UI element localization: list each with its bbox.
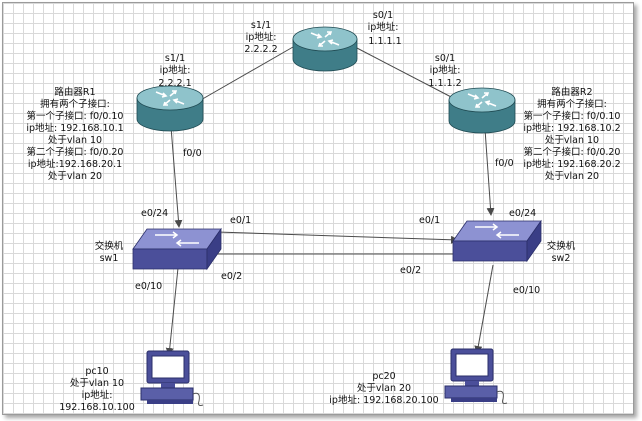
r2-info-line: 拥有两个子接口: <box>537 99 607 110</box>
sw1-name-line: sw1 <box>99 253 119 264</box>
link-r2-sw2 <box>484 128 495 216</box>
r2-serial-ip: 1.1.1.2 <box>428 78 462 89</box>
top-right-iface: s0/1 <box>372 10 394 21</box>
r2-info-line: 第一个子接口: f0/0.10 <box>523 111 621 122</box>
pc10-icon[interactable] <box>139 349 209 409</box>
router-top-icon[interactable] <box>291 25 359 73</box>
sw1-pc-port: e0/10 <box>135 281 163 292</box>
pc20-info-line: pc20 <box>372 371 396 382</box>
link-top-r2 <box>354 46 456 100</box>
sw1-trunk-port-b: e0/2 <box>221 271 243 282</box>
sw2-name-line: sw2 <box>551 253 571 264</box>
pc20-info-line: ip地址: 192.168.20.100 <box>329 395 439 406</box>
top-right-ip-label: ip地址: <box>367 22 399 33</box>
switch-sw2-icon[interactable] <box>451 217 543 265</box>
switch-sw1-icon[interactable] <box>131 225 223 273</box>
r2-info-line: 路由器R2 <box>551 87 593 98</box>
router-r2-icon[interactable] <box>447 85 517 135</box>
sw2-uplink-port: e0/24 <box>509 208 537 219</box>
r1-info-line: ip地址: 192.168.10.1 <box>26 123 124 134</box>
pc10-info-line: 处于vlan 10 <box>69 378 125 389</box>
r1-serial-ip: 2.2.2.1 <box>158 78 192 89</box>
pc10-info: pc10 处于vlan 10 ip地址: 192.168.10.100 <box>49 366 145 414</box>
top-left-ip-label: ip地址: <box>245 32 277 43</box>
r1-serial-ip-label: ip地址: <box>159 65 191 76</box>
r1-downlink-iface: f0/0 <box>183 148 202 159</box>
r2-info-line: ip地址: 192.168.20.2 <box>523 159 621 170</box>
sw1-name: 交换机 sw1 <box>85 241 133 265</box>
r2-info-line: 处于vlan 10 <box>544 135 600 146</box>
r2-info-line: 处于vlan 20 <box>544 171 600 182</box>
pc10-info-line: pc10 <box>85 366 109 377</box>
links-layer <box>165 46 495 356</box>
r1-info-line: 处于vlan 10 <box>47 135 103 146</box>
link-r1-sw1 <box>170 126 183 228</box>
pc20-icon[interactable] <box>443 347 513 407</box>
link-sw1-pc10 <box>165 267 179 356</box>
topology-canvas: s1/1 ip地址: 2.2.2.2 s0/1 ip地址: 1.1.1.1 s1… <box>2 2 634 415</box>
sw2-pc-port: e0/10 <box>513 285 541 296</box>
r2-info-line: 第二个子接口: f0/0.20 <box>523 147 621 158</box>
r2-info-line: ip地址: 192.168.10.2 <box>523 123 621 134</box>
sw2-name: 交换机 sw2 <box>539 241 583 265</box>
r2-serial-iface: s0/1 <box>434 53 456 64</box>
r1-serial-iface: s1/1 <box>164 53 186 64</box>
sw1-uplink-port: e0/24 <box>141 208 169 219</box>
pc10-info-line: 192.168.10.100 <box>59 402 135 413</box>
link-top-r1 <box>198 46 294 102</box>
r2-downlink-iface: f0/0 <box>495 158 514 169</box>
top-right-ip: 1.1.1.1 <box>368 36 402 47</box>
r1-info-line: ip地址:192.168.20.1 <box>27 159 123 170</box>
link-sw2-pc20 <box>474 264 494 354</box>
pc20-info-line: 处于vlan 20 <box>356 383 412 394</box>
r2-serial-ip-label: ip地址: <box>429 65 461 76</box>
r1-info-line: 第二个子接口: f0/0.20 <box>26 147 124 158</box>
sw2-name-line: 交换机 <box>546 241 576 252</box>
sw1-name-line: 交换机 <box>94 241 124 252</box>
link-sw-trunk-a <box>216 231 459 244</box>
sw2-trunk-port-a: e0/1 <box>419 215 441 226</box>
top-left-ip: 2.2.2.2 <box>244 44 278 55</box>
sw2-trunk-port-b: e0/2 <box>400 265 422 276</box>
r1-info-line: 第一个子接口: f0/0.10 <box>26 111 124 122</box>
pc20-info: pc20 处于vlan 20 ip地址: 192.168.20.100 <box>325 371 443 407</box>
r1-info-line: 拥有两个子接口: <box>40 99 110 110</box>
r1-info-line: 路由器R1 <box>54 87 96 98</box>
r1-info: 路由器R1 拥有两个子接口: 第一个子接口: f0/0.10 ip地址: 192… <box>11 87 139 183</box>
pc10-info-line: ip地址: <box>81 390 113 401</box>
top-left-iface: s1/1 <box>250 20 272 31</box>
r1-info-line: 处于vlan 20 <box>47 171 103 182</box>
r2-info: 路由器R2 拥有两个子接口: 第一个子接口: f0/0.10 ip地址: 192… <box>513 87 631 183</box>
router-r1-icon[interactable] <box>135 83 205 133</box>
sw1-trunk-port-a: e0/1 <box>230 215 252 226</box>
